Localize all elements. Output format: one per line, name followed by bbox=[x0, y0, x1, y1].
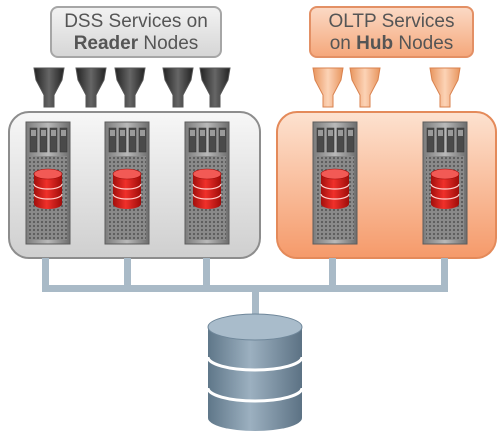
node-database-icon bbox=[193, 174, 221, 209]
oltp-service-icon bbox=[349, 67, 381, 108]
node-database-icon bbox=[113, 174, 141, 209]
server-nodes bbox=[25, 121, 468, 245]
server-node bbox=[25, 121, 71, 245]
dss-label-line1: DSS Services on bbox=[64, 11, 208, 32]
node-database-icon bbox=[34, 174, 62, 209]
dss-service-icon bbox=[162, 67, 194, 108]
dss-label-line2: Reader Nodes bbox=[52, 33, 220, 55]
dss-service-icon bbox=[75, 67, 107, 108]
oltp-label-pre: on bbox=[329, 33, 357, 54]
dss-services-label: DSS Services on Reader Nodes bbox=[50, 6, 222, 58]
dss-service-icon bbox=[114, 67, 146, 108]
dss-service-icons bbox=[33, 67, 231, 108]
dss-label-rest: Nodes bbox=[138, 33, 199, 54]
server-node bbox=[422, 121, 468, 245]
oltp-label-rest: Nodes bbox=[393, 33, 454, 54]
dss-label-bold: Reader bbox=[73, 33, 139, 54]
server-node bbox=[312, 121, 358, 245]
oltp-label-line1: OLTP Services bbox=[328, 11, 455, 32]
shared-database-icon bbox=[206, 313, 304, 431]
dss-service-icon bbox=[199, 67, 231, 108]
dss-service-icon bbox=[33, 67, 65, 108]
interconnect-network bbox=[42, 258, 448, 315]
oltp-service-icons bbox=[312, 67, 461, 108]
oltp-label-bold: Hub bbox=[356, 33, 394, 54]
server-node bbox=[184, 121, 230, 245]
node-database-icon bbox=[431, 174, 459, 209]
oltp-services-label: OLTP Services on Hub Nodes bbox=[309, 6, 474, 58]
server-node bbox=[104, 121, 150, 245]
oltp-label-line2: on Hub Nodes bbox=[311, 33, 472, 55]
oltp-service-icon bbox=[312, 67, 344, 108]
oltp-service-icon bbox=[429, 67, 461, 108]
node-database-icon bbox=[321, 174, 349, 209]
